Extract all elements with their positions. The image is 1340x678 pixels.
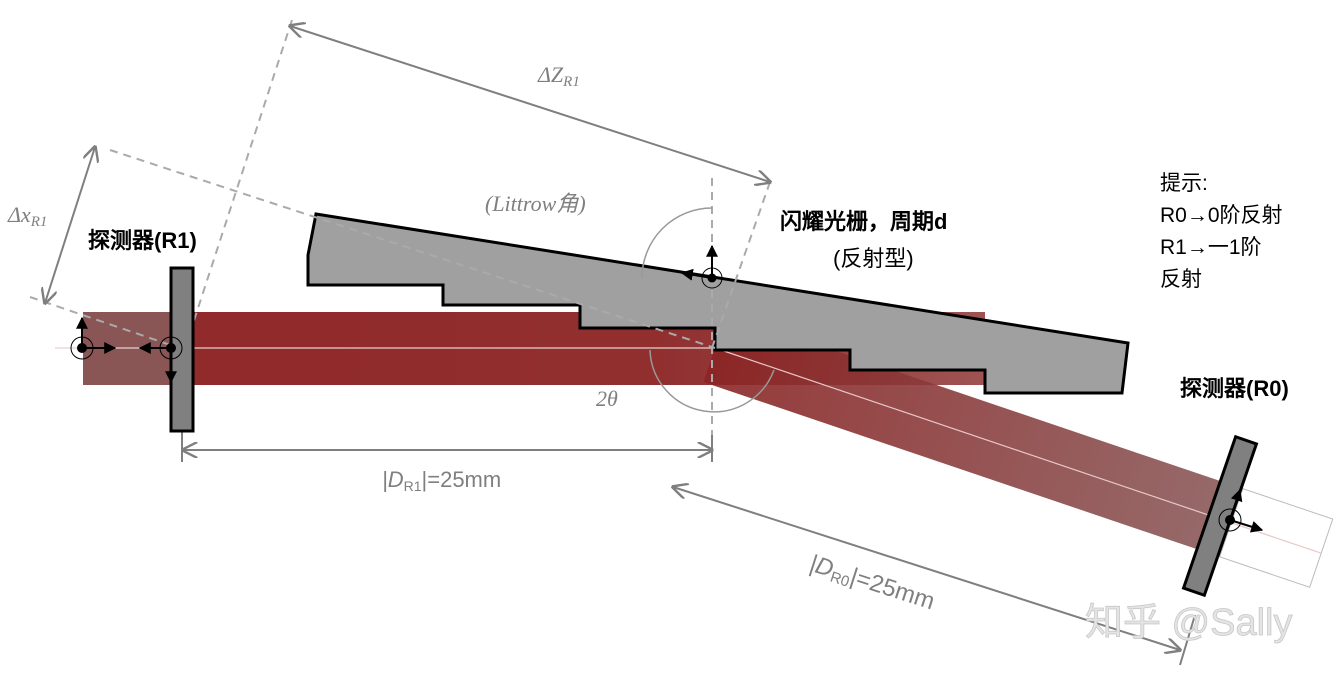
littrow-angle-arc — [641, 207, 713, 279]
hint-line-3: 反射 — [1160, 268, 1202, 291]
coordinate-marker-r1 — [138, 336, 183, 384]
grating-type: (反射型) — [833, 246, 914, 271]
coordinate-marker-r0 — [1218, 488, 1264, 533]
delta-x-label: ΔxR1 — [7, 202, 47, 230]
hint-box: 提示: R0→0阶反射 R1→一1阶 反射 — [1160, 172, 1283, 291]
detector-r0-label: 探测器(R0) — [1180, 376, 1289, 401]
coordinate-marker-grating — [680, 244, 723, 289]
coordinate-marker-source — [70, 316, 117, 360]
delta-z-label: ΔZR1 — [537, 62, 580, 90]
grating-title: 闪耀光栅，周期d — [780, 209, 947, 234]
blazed-grating — [306, 212, 1130, 395]
detector-r1-label: 探测器(R1) — [88, 228, 197, 253]
watermark: 知乎 @Sally — [1085, 602, 1293, 644]
littrow-label: (Littrow角) — [485, 191, 586, 216]
d-r0-label: |DR0|=25mm — [806, 550, 938, 617]
hint-title: 提示: — [1160, 172, 1208, 195]
two-theta-label: 2θ — [596, 386, 618, 411]
d-r1-label: |DR1|=25mm — [382, 467, 501, 494]
two-theta-arc — [649, 349, 775, 413]
hint-line-2: R1→一1阶 — [1160, 236, 1262, 259]
dimension-lines — [45, 26, 1196, 666]
construction-lines — [29, 19, 771, 460]
hint-line-1: R0→0阶反射 — [1160, 204, 1283, 227]
